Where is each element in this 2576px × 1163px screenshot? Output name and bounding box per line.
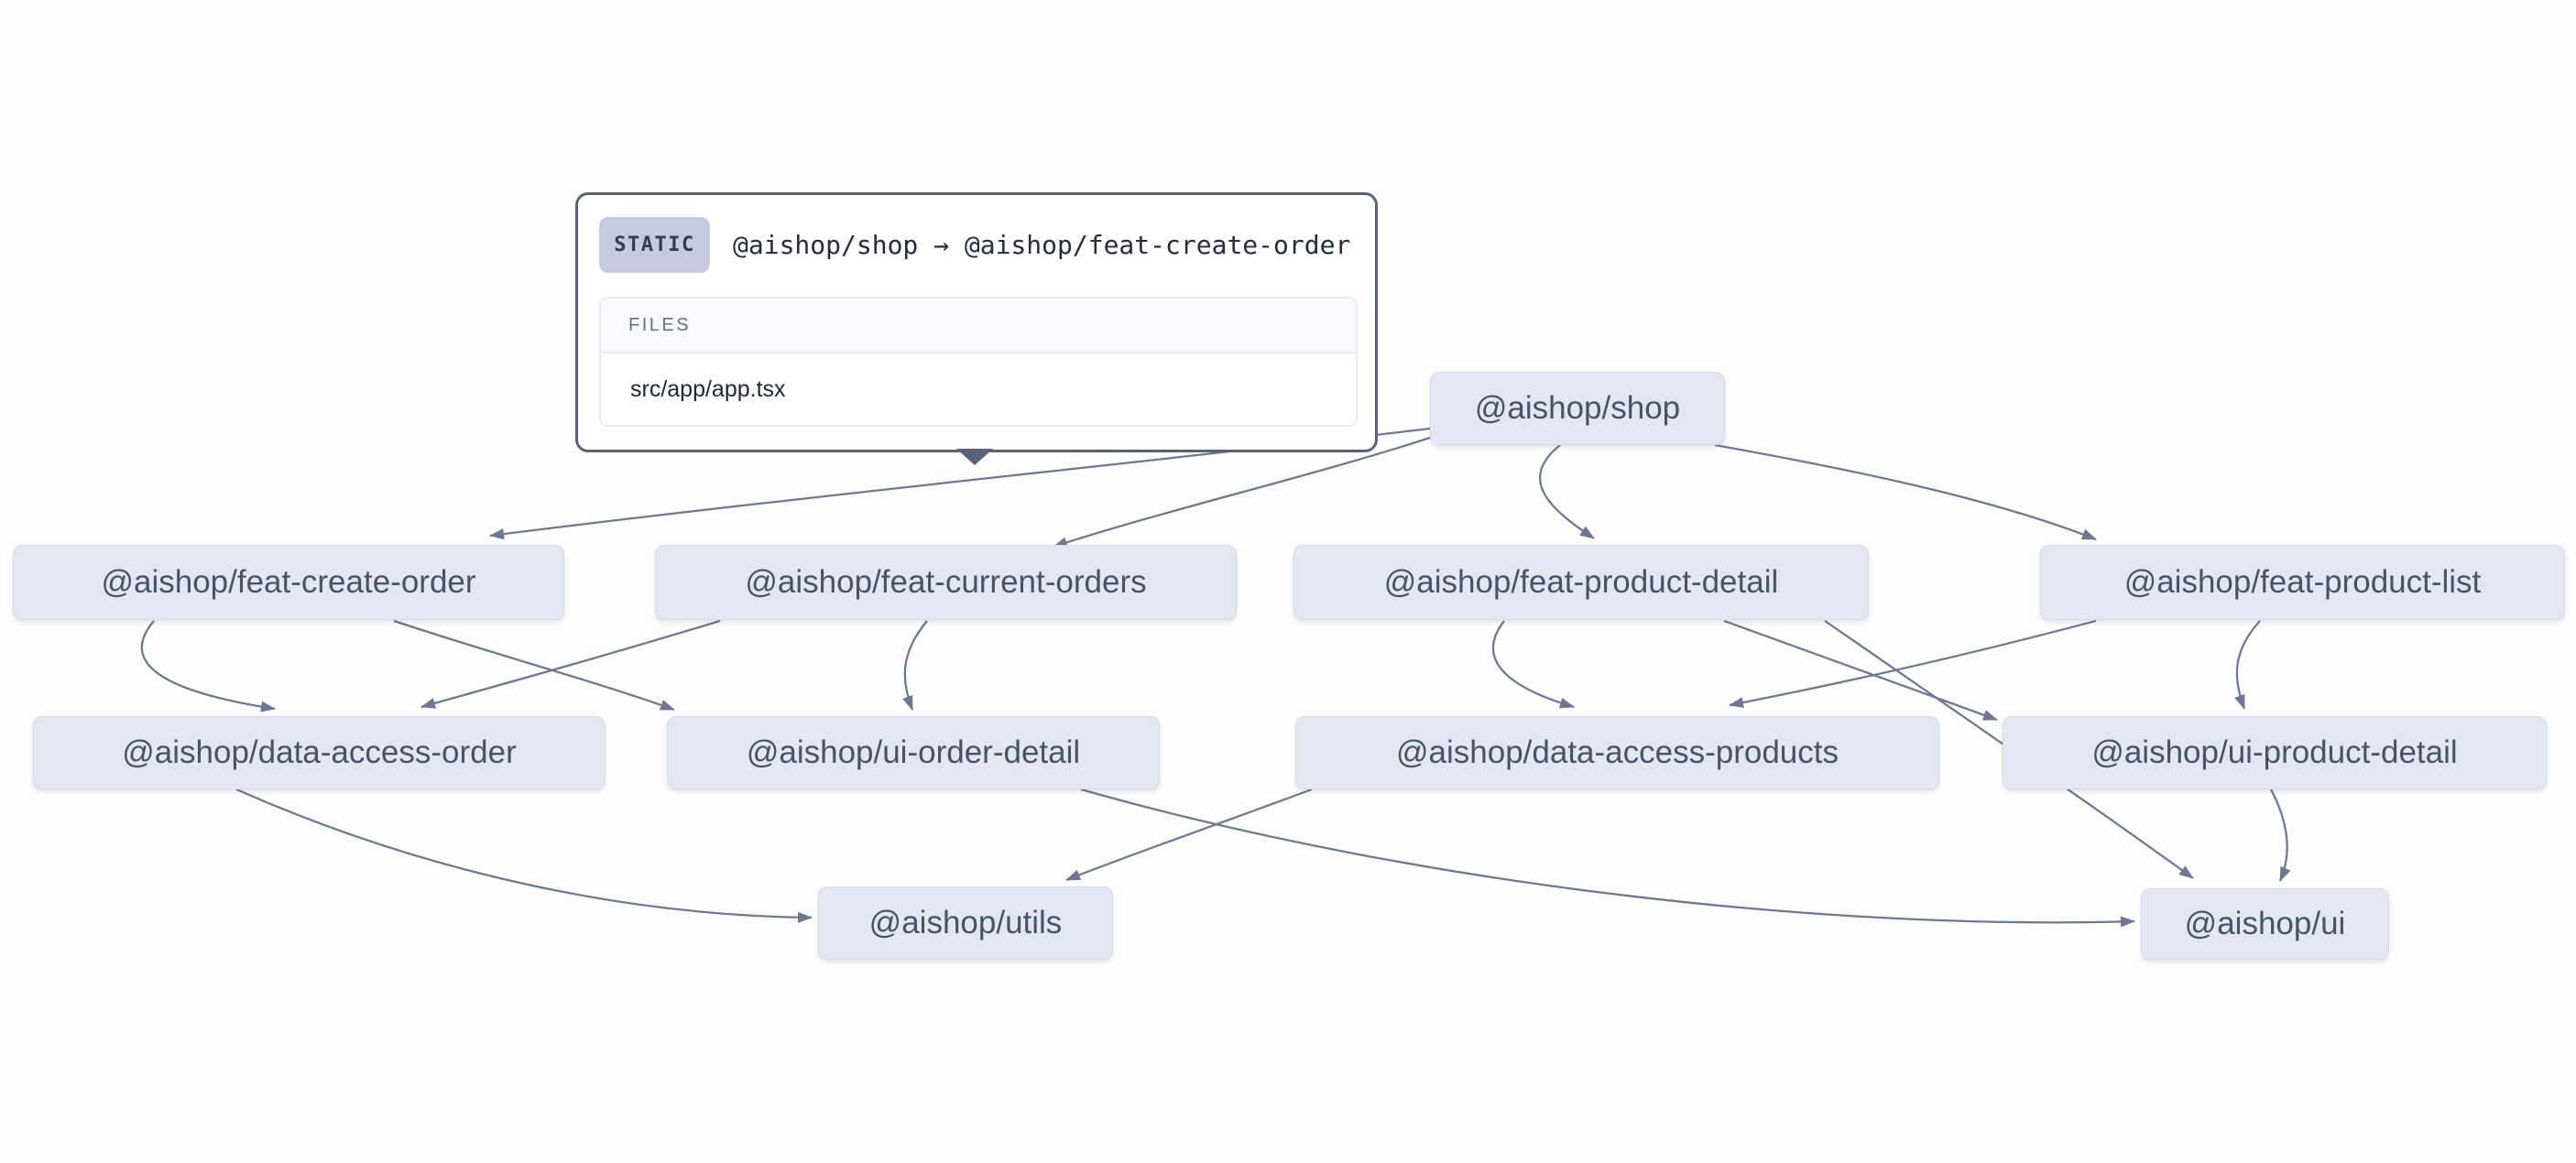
edge-files-panel: FILES src/app/app.tsx	[599, 297, 1358, 427]
graph-node-utils[interactable]: @aishop/utils	[818, 886, 1113, 960]
graph-node-shop[interactable]: @aishop/shop	[1430, 372, 1725, 445]
edge-feat-product-detail-ui-product-detail[interactable]	[1723, 619, 1998, 722]
graph-node-ui-order-detail[interactable]: @aishop/ui-order-detail	[667, 716, 1160, 789]
edge-tooltip: STATIC @aishop/shop → @aishop/feat-creat…	[575, 192, 1378, 465]
files-header-label: FILES	[601, 299, 1356, 353]
edge-data-access-order-utils[interactable]	[235, 788, 813, 923]
graph-node-data-access-products[interactable]: @aishop/data-access-products	[1295, 716, 1939, 789]
edge-data-access-products-utils[interactable]	[1065, 788, 1313, 882]
edge-shop-feat-product-list[interactable]	[1714, 443, 2097, 541]
edge-feat-product-list-data-access-products[interactable]	[1729, 619, 2097, 709]
edge-feat-create-order-ui-order-detail[interactable]	[393, 619, 675, 712]
edge-shop-feat-current-orders[interactable]	[1053, 436, 1431, 549]
edge-type-badge: STATIC	[599, 217, 710, 273]
file-path-item: src/app/app.tsx	[601, 353, 1356, 425]
graph-node-feat-current-orders[interactable]: @aishop/feat-current-orders	[655, 545, 1237, 620]
edge-feat-product-list-ui-product-detail[interactable]	[2234, 620, 2261, 710]
edge-feat-product-detail-data-access-products[interactable]	[1491, 620, 1575, 709]
edge-feat-current-orders-data-access-order[interactable]	[420, 619, 721, 709]
edge-relation-title: @aishop/shop → @aishop/feat-create-order	[733, 230, 1351, 260]
graph-node-data-access-order[interactable]: @aishop/data-access-order	[33, 716, 606, 789]
graph-node-ui-product-detail[interactable]: @aishop/ui-product-detail	[2003, 716, 2547, 789]
graph-node-ui[interactable]: @aishop/ui	[2141, 888, 2389, 960]
edge-feat-create-order-data-access-order[interactable]	[140, 620, 276, 712]
graph-node-feat-create-order[interactable]: @aishop/feat-create-order	[13, 545, 564, 620]
edge-shop-feat-product-detail[interactable]	[1538, 444, 1595, 539]
tooltip-caret-icon	[956, 449, 993, 465]
graph-node-feat-product-detail[interactable]: @aishop/feat-product-detail	[1293, 545, 1869, 620]
graph-node-feat-product-list[interactable]: @aishop/feat-product-list	[2040, 545, 2565, 620]
edge-ui-order-detail-ui[interactable]	[1080, 788, 2135, 928]
edge-ui-product-detail-ui[interactable]	[2270, 788, 2291, 882]
edge-feat-current-orders-ui-order-detail[interactable]	[901, 620, 928, 711]
edge-tooltip-header: STATIC @aishop/shop → @aishop/feat-creat…	[599, 217, 1354, 273]
